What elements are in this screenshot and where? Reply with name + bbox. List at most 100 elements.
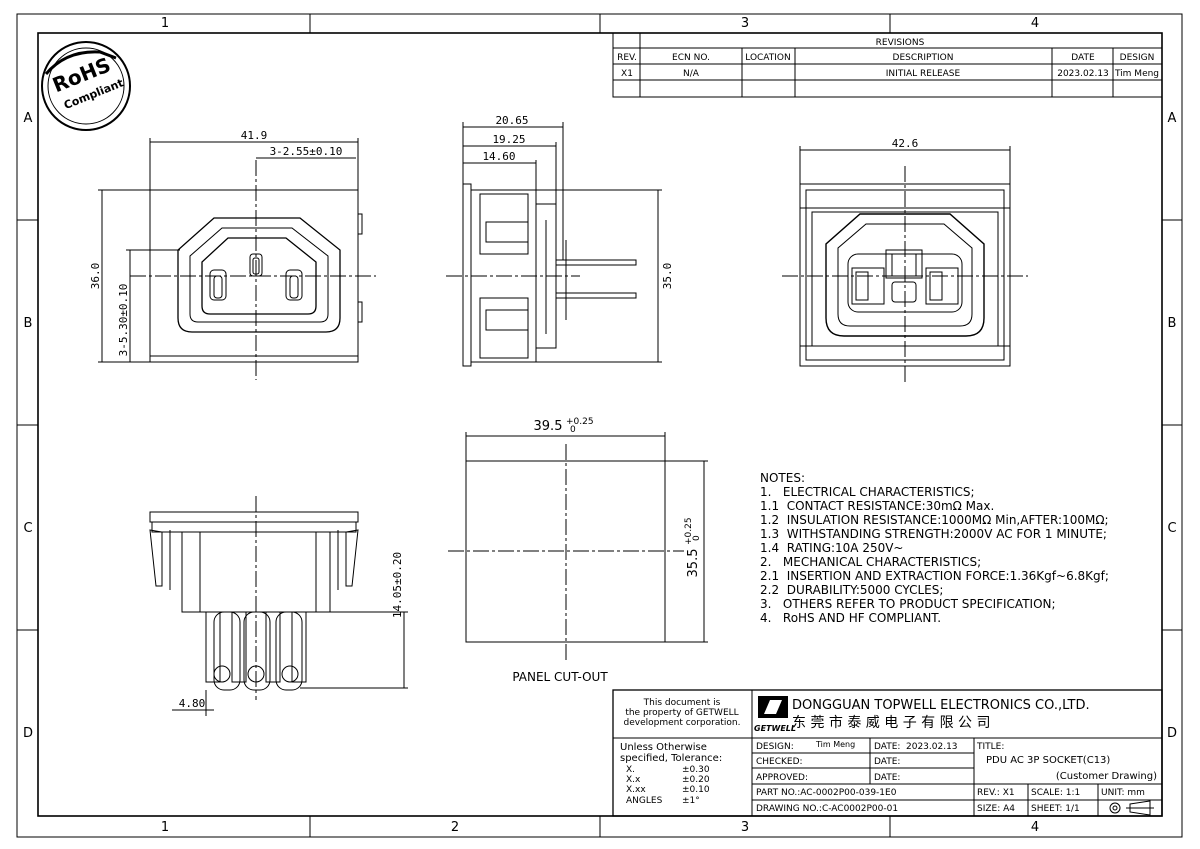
note-line: 2. MECHANICAL CHARACTERISTICS; [760,555,981,569]
dim-bottom-height: 14.05±0.20 [391,552,404,618]
col-label-top-1: 1 [161,16,169,31]
company-name-en: DONGGUAN TOPWELL ELECTRONICS CO.,LTD. [792,698,1090,713]
row-label-left-c: C [23,521,32,536]
dim-side-d2: 19.25 [492,133,525,146]
tolerance-value: ±0.20 [682,775,710,785]
rev-cell-rev: X1 [621,69,633,79]
title-line2: (Customer Drawing) [1056,771,1157,782]
size-field: SIZE: A4 [977,804,1015,814]
col-label-bottom-2: 2 [451,820,459,835]
row-label-right-a: A [1168,111,1177,126]
row-label-right-b: B [1168,316,1177,331]
approved-date-label: DATE: [874,773,900,783]
dim-cut-width-tol-upper: +0.25 [566,417,594,427]
property-note-line: development corporation. [624,718,741,728]
col-label-top-4: 4 [1031,16,1039,31]
col-label-top-3: 3 [741,16,749,31]
part-number: PART NO.:AC-0002P00-039-1E0 [756,788,897,798]
rohs-logo: RoHS Compliant [41,41,131,131]
side-view [446,122,662,367]
dim-front-height: 36.0 [89,263,102,290]
dim-front-pin-height: 3-5.30±0.10 [117,284,130,357]
rev-header-design: DESIGN [1120,53,1155,63]
dim-cut-width: 39.5 [534,419,563,434]
tolerance-key: ANGLES [626,796,663,806]
row-label-right-d: D [1167,726,1177,741]
approved-label: APPROVED: [756,773,808,783]
note-line: 1.3 WITHSTANDING STRENGTH:2000V AC FOR 1… [760,527,1107,541]
note-line: 4. RoHS AND HF COMPLIANT. [760,611,941,625]
dim-cut-height-tol-lower: 0 [692,535,702,541]
rev-cell-ecn: N/A [683,69,700,79]
outer-frame [16,13,1183,838]
tolerance-value: ±1° [682,796,700,806]
dim-cut-height-tol-upper: +0.25 [684,517,694,545]
note-line: 3. OTHERS REFER TO PRODUCT SPECIFICATION… [760,597,1056,611]
design-label: DESIGN: [756,742,794,752]
rev-header-ecn: ECN NO. [672,53,710,63]
dim-cut-width-tol-lower: 0 [570,425,576,435]
note-line: 2.2 DURABILITY:5000 CYCLES; [760,583,943,597]
tolerance-value: ±0.30 [682,765,710,775]
dim-side-d1: 20.65 [495,114,528,127]
row-label-left-b: B [24,316,33,331]
tolerance-heading: Unless Otherwise [620,742,707,753]
note-line: 2.1 INSERTION AND EXTRACTION FORCE:1.36K… [760,569,1109,583]
title-line1: PDU AC 3P SOCKET(C13) [986,755,1110,766]
property-note-line: the property of GETWELL [625,708,738,718]
dim-side-d3: 14.60 [482,150,515,163]
property-note-line: This document is [643,698,721,708]
dim-cut-height: 35.5 [686,549,701,578]
note-line: 1.2 INSULATION RESISTANCE:1000MΩ Min,AFT… [760,513,1109,527]
note-line: 1.4 RATING:10A 250V~ [760,541,904,555]
company-logo-text: GETWELL [754,724,796,733]
col-label-bottom-1: 1 [161,820,169,835]
rev-cell-design: Tim Meng [1114,69,1159,79]
dim-front-pin-spacing: 3-2.55±0.10 [270,145,343,158]
note-line: 1. ELECTRICAL CHARACTERISTICS; [760,485,975,499]
revisions-title: REVISIONS [876,38,925,48]
rev-cell-date: 2023.02.13 [1057,69,1109,79]
notes-block: NOTES: 1. ELECTRICAL CHARACTERISTICS; 1.… [760,471,1109,625]
design-date-label: DATE: [874,742,900,752]
col-label-bottom-4: 4 [1031,820,1039,835]
tolerance-key: X. [626,765,635,775]
company-name-cn: 东 莞 市 泰 威 电 子 有 限 公 司 [792,714,991,731]
design-value: Tim Meng [815,740,855,749]
note-line: 1.1 CONTACT RESISTANCE:30mΩ Max. [760,499,994,513]
front-view [98,138,376,380]
title-label: TITLE: [976,742,1004,752]
rev-header-date: DATE [1071,53,1095,63]
dim-back-width: 42.6 [892,137,919,150]
row-label-right-c: C [1167,521,1176,536]
tolerance-value: ±0.10 [682,785,710,795]
panel-cutout-label: PANEL CUT-OUT [512,670,608,684]
tolerance-key: X.x [626,775,641,785]
rev-header-rev: REV. [617,53,637,63]
checked-date-label: DATE: [874,757,900,767]
checked-label: CHECKED: [756,757,803,767]
scale-field: SCALE: 1:1 [1031,788,1080,798]
sheet-field: SHEET: 1/1 [1031,804,1080,814]
drawing-number: DRAWING NO.:C-AC0002P00-01 [756,804,898,814]
row-label-left-a: A [24,111,33,126]
unit-field: UNIT: mm [1101,788,1145,798]
rev-header-description: DESCRIPTION [893,53,954,63]
rev-cell-description: INITIAL RELEASE [886,69,961,79]
rev-header-location: LOCATION [745,53,791,63]
panel-cutout [448,432,708,660]
notes-title: NOTES: [760,471,805,485]
col-label-bottom-3: 3 [741,820,749,835]
bottom-view [149,496,408,716]
design-date-value: 2023.02.13 [906,742,958,752]
row-label-left-d: D [23,726,33,741]
tolerance-key: X.xx [626,785,646,795]
revisions-table [612,32,1163,98]
dim-side-height: 35.0 [661,263,674,290]
rev-field: REV.: X1 [977,788,1015,798]
back-view [782,146,1028,382]
tolerance-heading: specified, Tolerance: [620,753,722,764]
dim-bottom-pin: 4.80 [179,697,206,710]
title-block [612,689,1163,817]
